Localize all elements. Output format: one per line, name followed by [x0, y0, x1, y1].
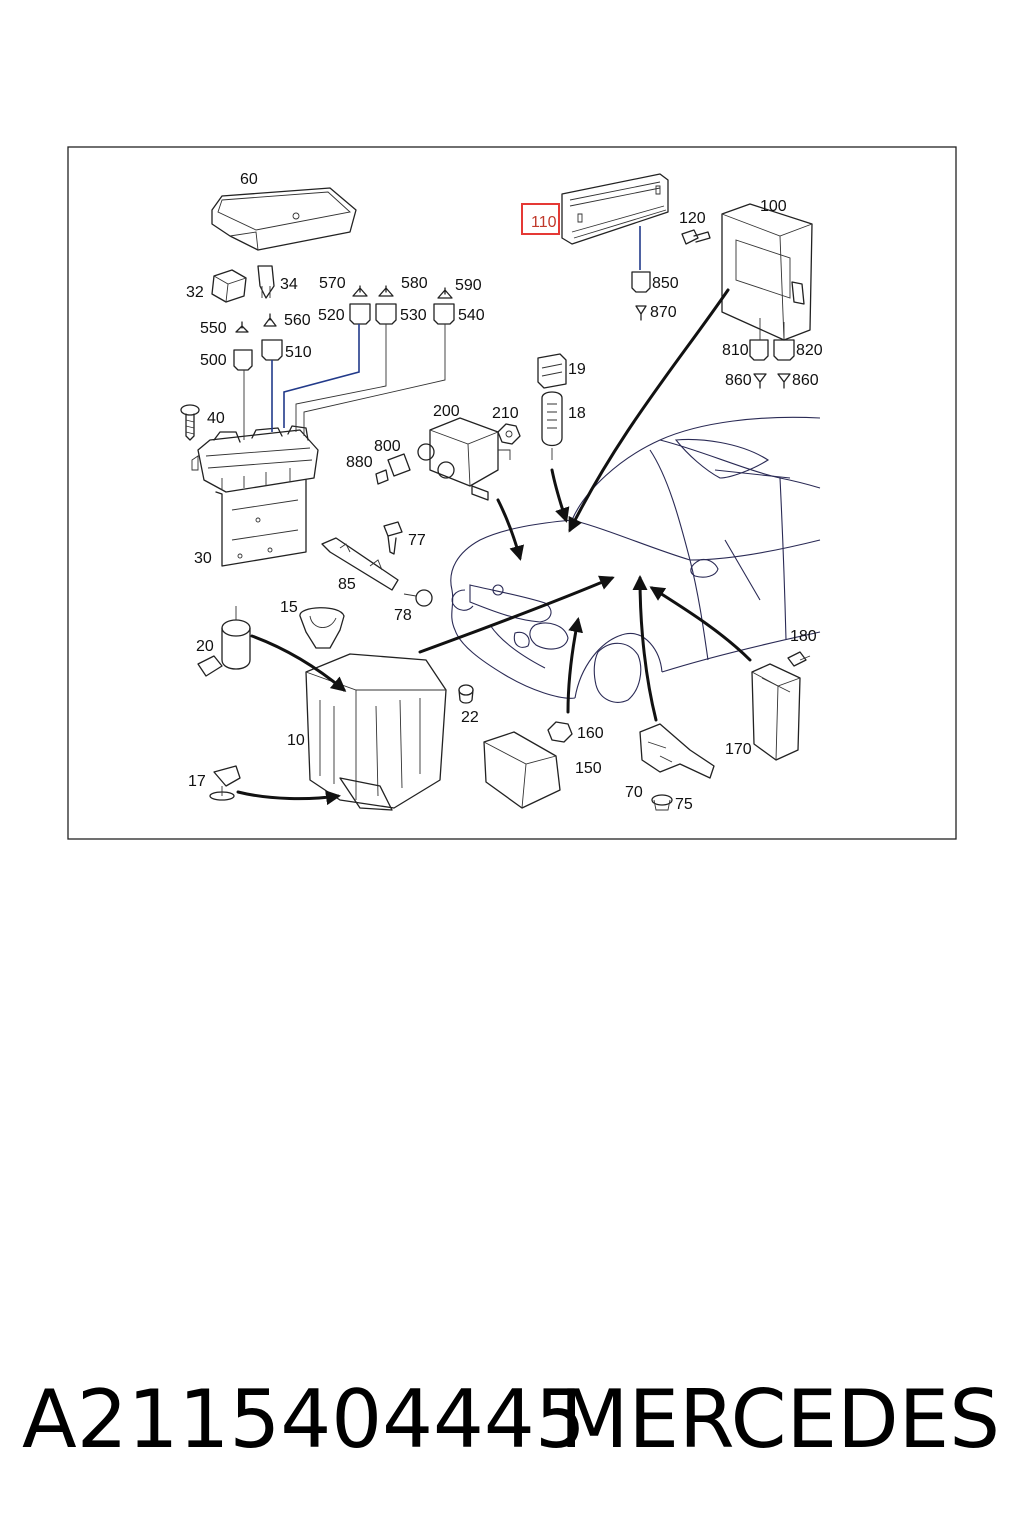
- part-70-bracket: [639, 723, 715, 779]
- part-210-nut: [497, 423, 521, 445]
- label-120: 120: [679, 210, 706, 227]
- part-78-nut: [403, 589, 433, 607]
- label-60: 60: [240, 171, 258, 188]
- label-860-left: 860: [725, 372, 752, 389]
- label-560: 560: [284, 312, 311, 329]
- label-30: 30: [194, 550, 212, 567]
- label-75: 75: [675, 796, 693, 813]
- part-34-fuse: [257, 265, 275, 299]
- part-22-cap: [458, 684, 474, 704]
- part-200-sensor: [417, 417, 511, 501]
- parts-diagram: 60 32 34 570 580 590 550 560 520 530 540…: [67, 146, 957, 840]
- connector-symbols-left: [233, 285, 455, 440]
- label-110-highlighted: 110: [531, 214, 557, 231]
- part-15-clamp: [299, 607, 345, 649]
- label-19: 19: [568, 361, 586, 378]
- part-120-bolt: [681, 229, 711, 245]
- label-520: 520: [318, 307, 345, 324]
- part-160-nut: [547, 721, 573, 743]
- vehicle-outline: [450, 416, 821, 703]
- part-20-pump: [197, 606, 251, 677]
- label-34: 34: [280, 276, 298, 293]
- part-40-screw: [180, 404, 200, 441]
- label-78: 78: [394, 607, 412, 624]
- part-110-control-unit: [561, 173, 669, 270]
- part-30-fuse-box: [191, 425, 319, 567]
- label-580: 580: [401, 275, 428, 292]
- connector-symbols-810-860: [749, 318, 795, 389]
- label-210: 210: [492, 405, 519, 422]
- part-labels: 60 32 34 570 580 590 550 560 520 530 540…: [186, 171, 823, 813]
- label-85: 85: [338, 576, 356, 593]
- diagram-frame: [67, 146, 957, 840]
- label-10: 10: [287, 732, 305, 749]
- label-570: 570: [319, 275, 346, 292]
- label-850: 850: [652, 275, 679, 292]
- label-40: 40: [207, 410, 225, 427]
- label-820: 820: [796, 342, 823, 359]
- part-18-grommet: [541, 391, 563, 460]
- part-32-relay: [211, 269, 247, 303]
- label-20: 20: [196, 638, 214, 655]
- label-150: 150: [575, 760, 602, 777]
- part-19-clip: [537, 353, 567, 389]
- label-22: 22: [461, 709, 479, 726]
- label-100: 100: [760, 198, 787, 215]
- part-75-clip: [651, 794, 673, 811]
- label-17: 17: [188, 773, 206, 790]
- label-800: 800: [374, 438, 401, 455]
- connector-symbols-850-870: [631, 271, 651, 321]
- part-150-cover: [483, 731, 561, 809]
- label-32: 32: [186, 284, 204, 301]
- label-540: 540: [458, 307, 485, 324]
- part-100-module: [721, 203, 813, 341]
- label-160: 160: [577, 725, 604, 742]
- part-85-bracket: [321, 537, 399, 591]
- part-800-880-connector: [375, 453, 411, 485]
- part-number: A2115404445: [22, 1373, 586, 1466]
- part-170-module: [751, 663, 801, 761]
- label-530: 530: [400, 307, 427, 324]
- brand-name: MERCEDES: [559, 1373, 1000, 1466]
- part-10-housing: [305, 653, 447, 811]
- part-17-valve: [209, 765, 241, 801]
- label-870: 870: [650, 304, 677, 321]
- callout-arrows: [236, 288, 752, 806]
- label-18: 18: [568, 405, 586, 422]
- label-500: 500: [200, 352, 227, 369]
- label-70: 70: [625, 784, 643, 801]
- label-550: 550: [200, 320, 227, 337]
- label-77: 77: [408, 532, 426, 549]
- label-860-right: 860: [792, 372, 819, 389]
- label-590: 590: [455, 277, 482, 294]
- label-15: 15: [280, 599, 298, 616]
- label-180: 180: [790, 628, 817, 645]
- label-880: 880: [346, 454, 373, 471]
- part-180-screw: [787, 651, 811, 667]
- label-510: 510: [285, 344, 312, 361]
- highlight-box-110: [521, 203, 560, 235]
- part-60-cover: [211, 187, 357, 251]
- label-170: 170: [725, 741, 752, 758]
- label-810: 810: [722, 342, 749, 359]
- label-200: 200: [433, 403, 460, 420]
- part-77-screw: [383, 521, 403, 555]
